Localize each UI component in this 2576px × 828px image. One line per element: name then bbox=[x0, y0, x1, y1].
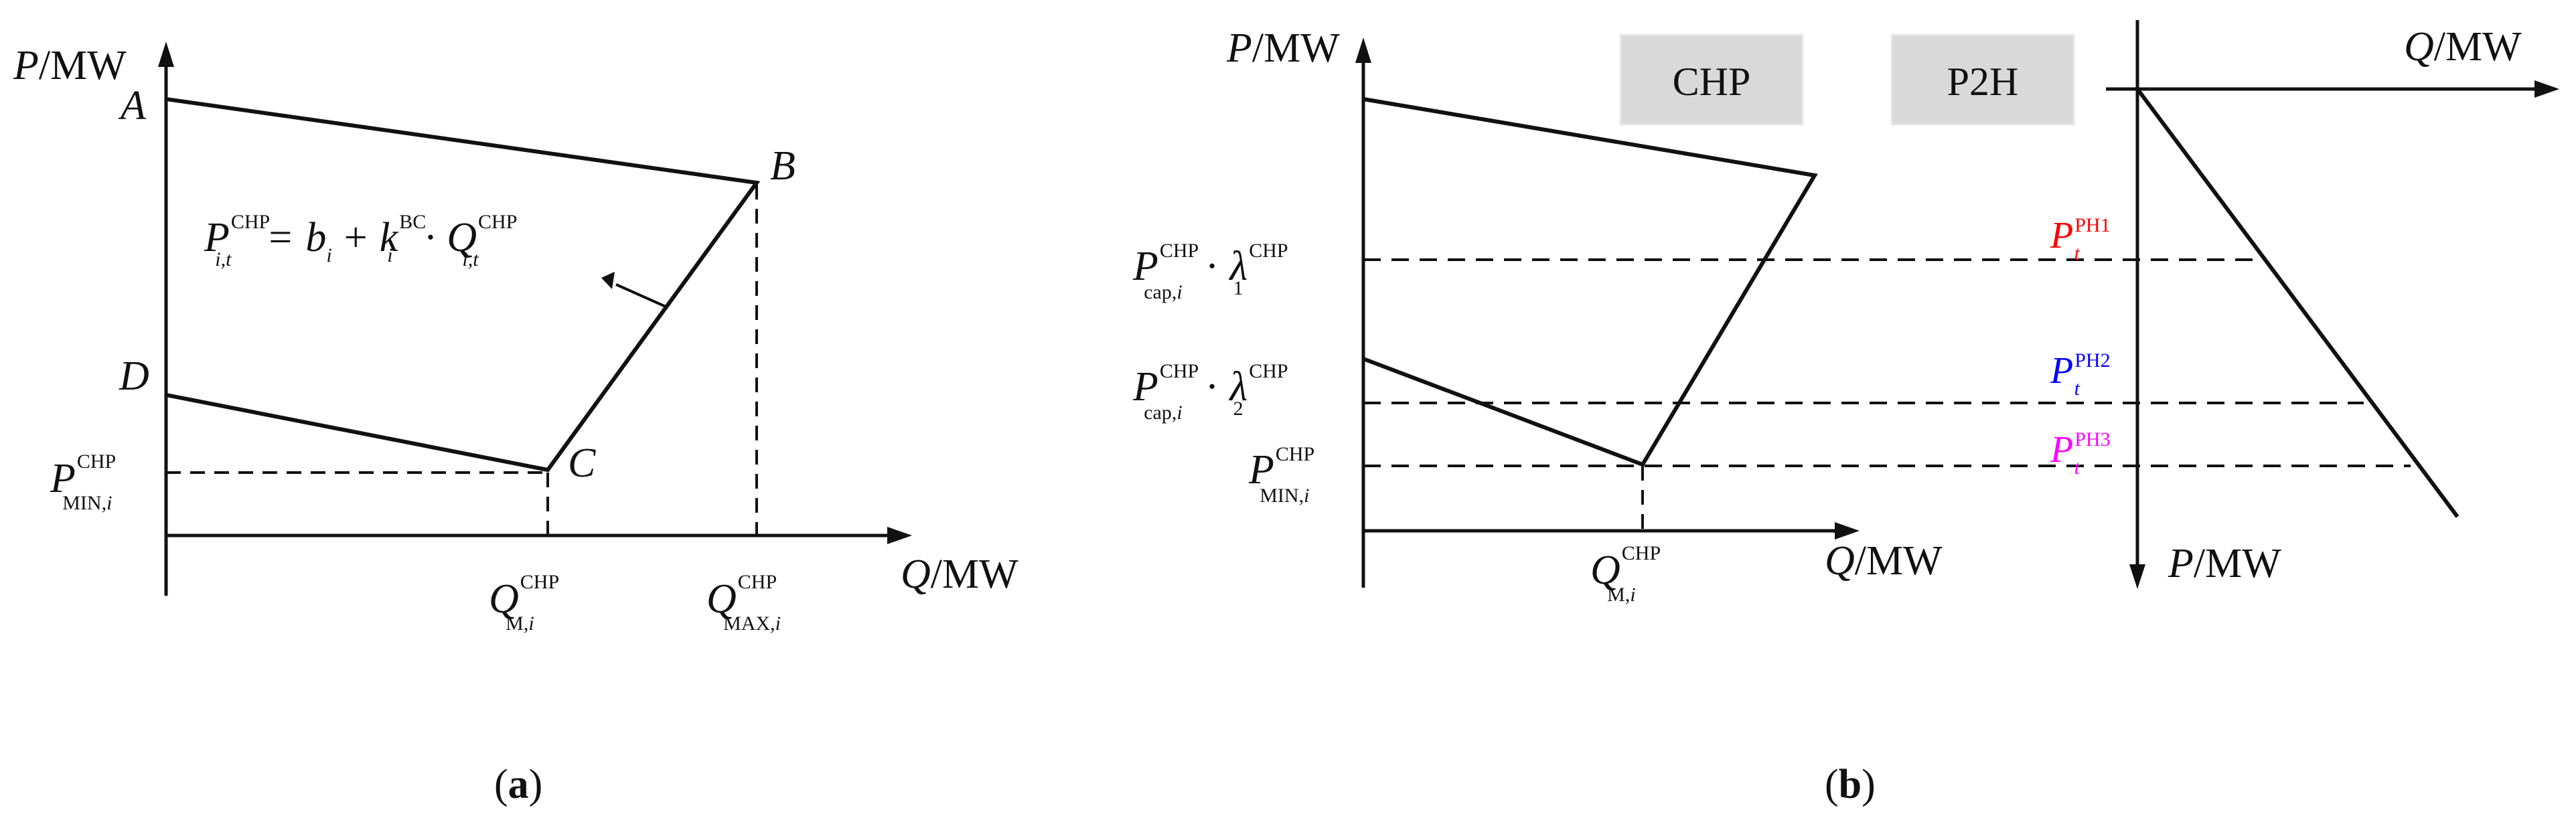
b-p2h-line bbox=[2135, 88, 2459, 518]
b-chp-box bbox=[1619, 33, 1804, 126]
b-right-x-axis-arrow bbox=[2534, 80, 2559, 98]
a-normal-arrow-line bbox=[615, 283, 666, 308]
a-normal-arrowhead bbox=[601, 272, 615, 289]
a-y-axis-arrow bbox=[158, 42, 174, 67]
b-right-x-axis-label: Q/MW bbox=[2404, 24, 2522, 70]
b-x-axis-arrow bbox=[1835, 522, 1860, 540]
a-panel-label: (a) bbox=[494, 762, 542, 807]
b-region-top-right bbox=[1362, 97, 1818, 467]
b-chp-box-label: CHP bbox=[1673, 60, 1751, 104]
b-right-y-axis-label: P/MW bbox=[2168, 541, 2281, 586]
b-p2h-box-label: P2H bbox=[1947, 60, 2019, 104]
a-point-C: C bbox=[568, 440, 596, 486]
a-region-outline bbox=[165, 97, 761, 473]
b-p2h-box bbox=[1890, 33, 2075, 126]
b-y-axis-arrow bbox=[1355, 37, 1371, 63]
a-point-A: A bbox=[118, 83, 147, 129]
a-x-axis-label: Q/MW bbox=[901, 552, 1018, 597]
b-right-y-axis-arrow bbox=[2129, 564, 2145, 589]
a-x-axis-arrow bbox=[887, 527, 912, 544]
a-point-D: D bbox=[119, 353, 149, 399]
a-y-axis-label: P/MW bbox=[13, 43, 127, 88]
b-y-axis-label: P/MW bbox=[1226, 25, 1340, 71]
b-x-axis-label: Q/MW bbox=[1825, 538, 1943, 584]
a-point-B: B bbox=[770, 143, 795, 189]
b-panel-label: (b) bbox=[1825, 762, 1876, 807]
